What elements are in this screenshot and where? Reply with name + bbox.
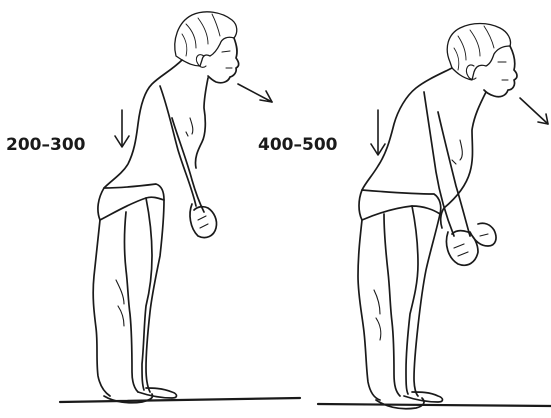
right-range-label: 400–500 — [258, 135, 338, 155]
right-hand — [446, 223, 496, 265]
right-head — [447, 24, 517, 97]
right-chest-outline — [441, 92, 486, 228]
right-legs — [358, 206, 440, 400]
right-ground-line — [318, 404, 551, 406]
left-back-outline — [104, 60, 182, 188]
right-hair — [447, 24, 510, 81]
left-hair — [175, 12, 237, 66]
left-ground-line — [60, 398, 300, 402]
left-down-arrow — [115, 110, 129, 147]
right-feet — [376, 392, 443, 409]
left-chest-outline — [195, 78, 208, 168]
left-range-label: 200–300 — [6, 135, 86, 155]
right-arm — [424, 92, 470, 236]
right-figure: 400–500 — [258, 24, 551, 409]
right-down-arrow — [371, 110, 385, 155]
left-legs — [93, 198, 164, 396]
left-arm — [160, 86, 204, 212]
right-diagonal-arrow — [520, 98, 548, 124]
right-trunks — [359, 190, 441, 220]
left-head — [175, 12, 239, 83]
left-trunks — [98, 184, 164, 220]
left-figure: 200–300 — [6, 12, 300, 403]
right-back-outline — [362, 68, 452, 190]
left-diagonal-arrow — [238, 84, 272, 102]
